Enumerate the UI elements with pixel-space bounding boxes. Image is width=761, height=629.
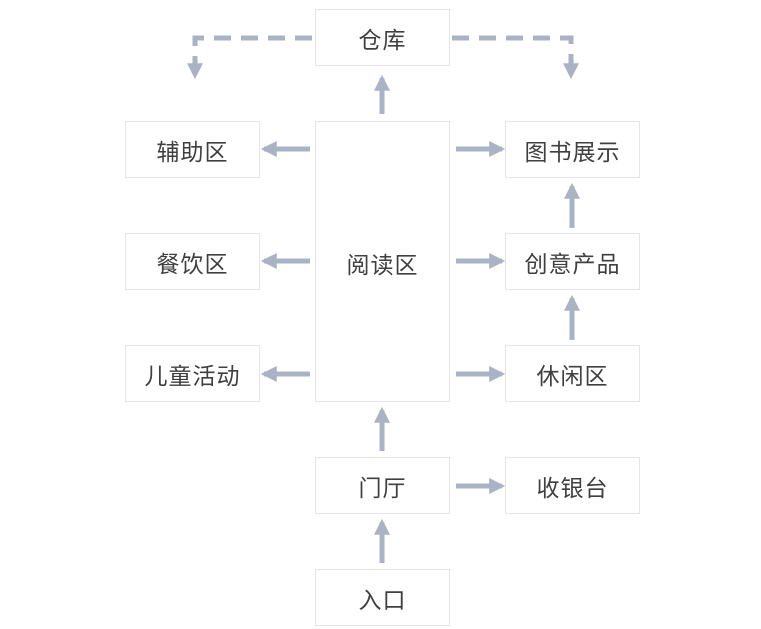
node-entrance: 入口 [315,569,450,626]
node-warehouse: 仓库 [315,9,450,66]
node-dining-area: 餐饮区 [125,233,260,290]
dashed-arrow-warehouse-to-book-display [452,35,580,80]
node-leisure-area: 休闲区 [505,345,640,402]
node-reading-area: 阅读区 [315,121,450,402]
node-creative-products: 创意产品 [505,233,640,290]
node-book-display: 图书展示 [505,121,640,178]
node-cashier: 收银台 [505,457,640,514]
dashed-arrow-warehouse-to-support [186,35,312,80]
node-children-activity: 儿童活动 [125,345,260,402]
node-lobby: 门厅 [315,457,450,514]
node-support-area: 辅助区 [125,121,260,178]
